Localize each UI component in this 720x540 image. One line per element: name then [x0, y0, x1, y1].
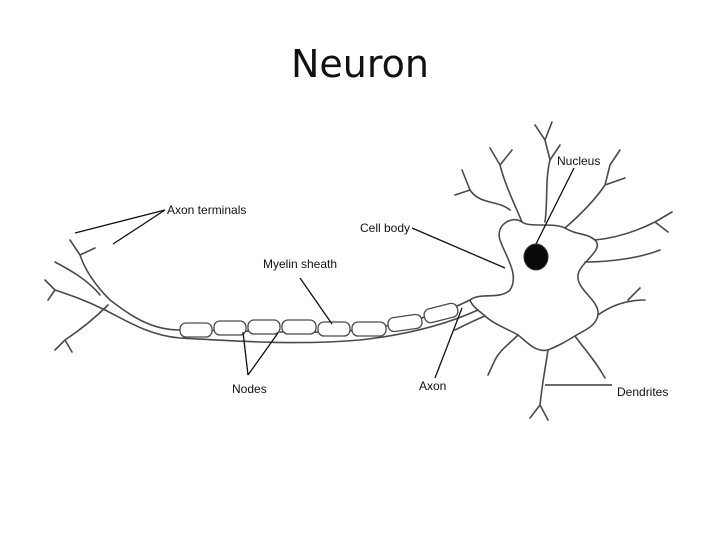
label-nodes: Nodes: [232, 382, 267, 396]
dendrites: [454, 121, 673, 421]
diagram-title: Neuron: [290, 42, 429, 86]
label-axon-terminals: Axon terminals: [167, 203, 247, 217]
nucleus: [523, 243, 549, 271]
label-cell-body: Cell body: [360, 221, 411, 235]
leader-lines: [74, 167, 612, 386]
label-dendrites: Dendrites: [617, 385, 669, 399]
myelin-sheath: [179, 302, 459, 338]
label-nucleus: Nucleus: [557, 154, 601, 168]
cell-body-outline: [469, 218, 599, 352]
axon-terminals: [44, 239, 111, 353]
label-axon: Axon: [419, 379, 447, 393]
label-myelin-sheath: Myelin sheath: [263, 257, 338, 271]
